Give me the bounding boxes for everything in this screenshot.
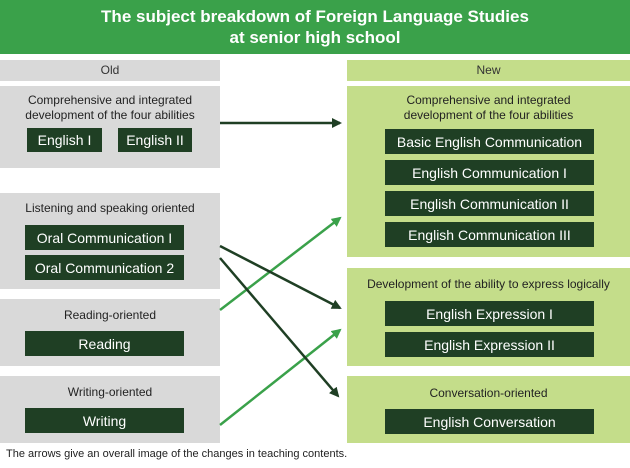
new-group-comprehensive: Comprehensive and integrated development… <box>347 86 630 257</box>
subject-reading: Reading <box>25 331 184 356</box>
arrow-reading-to-comprehensive <box>219 216 342 311</box>
new-group-conversation-label: Conversation-oriented <box>429 386 548 400</box>
subject-english-communication-ii: English Communication II <box>385 191 594 216</box>
new-group-conversation: Conversation-oriented English Conversati… <box>347 376 630 443</box>
arrow-listening-to-conversation <box>219 257 340 398</box>
subject-english-expression-i: English Expression I <box>385 301 594 326</box>
old-group-writing: Writing-oriented Writing <box>0 376 220 443</box>
old-group-comprehensive: Comprehensive and integrated development… <box>0 86 220 168</box>
new-group-express-logically-label: Development of the ability to express lo… <box>367 277 610 291</box>
page-title: The subject breakdown of Foreign Languag… <box>0 0 630 54</box>
subject-english-expression-ii: English Expression II <box>385 332 594 357</box>
old-group-listening-speaking-label: Listening and speaking oriented <box>25 201 195 215</box>
old-group-comprehensive-label: Comprehensive and integrated development… <box>25 93 195 122</box>
subject-oral-communication-i: Oral Communication I <box>25 225 184 250</box>
new-column-header: New <box>347 60 630 81</box>
subject-english-communication-i: English Communication I <box>385 160 594 185</box>
old-group-listening-speaking: Listening and speaking oriented Oral Com… <box>0 193 220 289</box>
footnote: The arrows give an overall image of the … <box>6 448 348 460</box>
arrow-writing-to-express-logically <box>219 328 342 426</box>
title-line-1: The subject breakdown of Foreign Languag… <box>101 7 529 26</box>
old-column-header: Old <box>0 60 220 81</box>
subject-oral-communication-2: Oral Communication 2 <box>25 255 184 280</box>
subject-english-i: English I <box>27 128 102 152</box>
subject-english-ii: English II <box>118 128 192 152</box>
new-group-express-logically: Development of the ability to express lo… <box>347 268 630 366</box>
subject-english-communication-iii: English Communication III <box>385 222 594 247</box>
subject-basic-english-communication: Basic English Communication <box>385 129 594 154</box>
new-group-comprehensive-label: Comprehensive and integrated development… <box>403 93 574 122</box>
old-group-writing-label: Writing-oriented <box>67 385 153 399</box>
old-group-reading: Reading-oriented Reading <box>0 299 220 366</box>
title-line-2: at senior high school <box>229 28 401 47</box>
arrow-listening-to-express-logically <box>219 244 342 310</box>
subject-english-conversation: English Conversation <box>385 409 594 434</box>
old-group-reading-label: Reading-oriented <box>63 308 157 322</box>
subject-writing: Writing <box>25 408 184 433</box>
